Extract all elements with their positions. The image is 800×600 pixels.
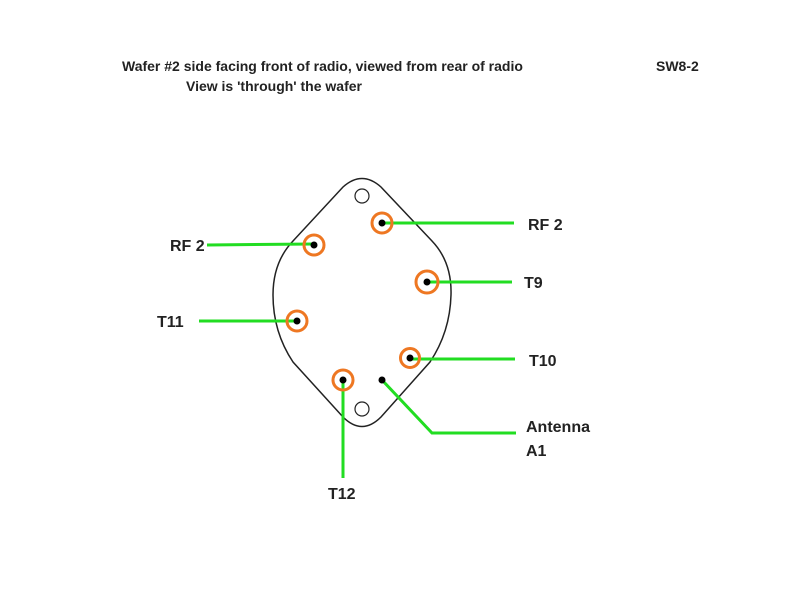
terminal-antenna	[378, 376, 386, 384]
wafer-outline	[272, 177, 452, 428]
label-t11: T11	[157, 314, 184, 331]
switch-code: SW8-2	[656, 58, 699, 74]
terminal-t10	[399, 347, 421, 369]
mounting-hole-top	[354, 188, 370, 204]
connector-line-antenna	[380, 378, 516, 435]
mounting-hole-bottom	[354, 401, 370, 417]
label-antenna-a1: A1	[526, 443, 547, 460]
label-antenna: Antenna	[526, 419, 590, 436]
label-rf2-left: RF 2	[170, 238, 205, 255]
label-t12: T12	[328, 486, 356, 503]
label-rf2-right: RF 2	[528, 217, 563, 234]
connector-line-rf2-left	[206, 242, 315, 247]
terminal-t11	[285, 309, 309, 333]
terminal-t9	[414, 269, 440, 295]
terminal-rf2-left	[302, 233, 326, 257]
label-t9: T9	[524, 275, 543, 292]
label-t10: T10	[529, 353, 557, 370]
terminal-t12	[331, 368, 355, 392]
diagram-title: Wafer #2 side facing front of radio, vie…	[122, 58, 523, 74]
terminal-rf2-right	[370, 211, 394, 235]
diagram-subtitle: View is 'through' the wafer	[186, 78, 362, 94]
